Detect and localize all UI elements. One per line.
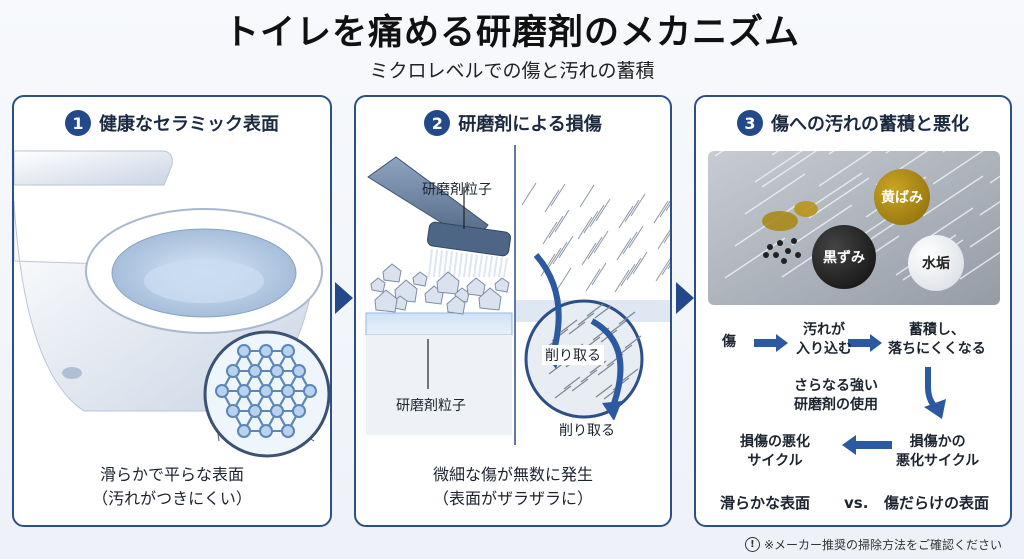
step-number-1: 1 <box>65 110 91 136</box>
label-scrape-2: 削り取る <box>556 420 618 440</box>
flow-step-2-line1: 汚れが <box>803 322 845 338</box>
flow-step-4-line1: さらなる強い <box>794 378 878 394</box>
toilet-tank <box>14 150 173 186</box>
black-stain-badge: 黒ずみ <box>812 225 876 289</box>
brush-head <box>427 221 511 257</box>
compare-scratched-surface: 傷だらけの表面 <box>884 494 990 512</box>
panel-1-caption-line1: 滑らかで平らな表面 <box>99 465 244 484</box>
flow-step-6-line1: 損傷の悪化 <box>740 434 810 450</box>
panel-healthy-surface: 1 健康なセラミック表面 滑らかで平らな表面 （汚れ <box>12 95 332 527</box>
panel-2-caption-line2: （表面がザラザラに） <box>432 489 593 508</box>
flow-step-accumulates: 蓄積し、 落ちにくくなる <box>888 321 986 359</box>
label-abrasive-particles-bottom: 研磨剤粒子 <box>396 398 466 414</box>
footer-note-text: ※メーカー推奨の掃除方法をご確認ください <box>763 538 1002 552</box>
flow-step-scratch: 傷 <box>722 334 736 350</box>
footer-note: ! ※メーカー推奨の掃除方法をご確認ください <box>744 536 1002 553</box>
compare-vs: vs. <box>844 494 869 512</box>
panel-1-heading: 1 健康なセラミック表面 <box>14 110 330 136</box>
flow-step-5-line2: 悪化サイクル <box>896 453 980 469</box>
yellow-stain-badge: 黄ばみ <box>874 169 930 225</box>
flow-step-damage-cycle: 損傷かの 悪化サイクル <box>896 433 979 471</box>
panel-1-caption-line2: （汚れがつきにくい） <box>92 489 252 508</box>
panel-1-title: 健康なセラミック表面 <box>99 114 279 135</box>
panel-2-caption-line1: 微細な傷が無数に発生 <box>432 465 593 484</box>
scrape-arrow-icon <box>533 253 562 358</box>
drain-spot <box>62 367 82 379</box>
flow-step-6-line2: サイクル <box>747 453 803 469</box>
cycle-arrows <box>754 334 946 455</box>
page-title: トイレを痛める研磨剤のメカニズム <box>223 13 800 53</box>
step-number-3: 3 <box>737 110 763 136</box>
scrape-arrow-icon-2 <box>590 318 624 411</box>
flow-step-3-line2: 落ちにくくなる <box>888 341 986 357</box>
arrow-right-icon-2 <box>676 282 694 314</box>
flow-step-3-line1: 蓄積し、 <box>908 322 965 338</box>
compare-smooth-surface: 滑らかな表面 <box>720 494 811 512</box>
flow-step-2-line2: 入り込む <box>796 341 852 357</box>
flow-step-worsening-cycle: 損傷の悪化 サイクル <box>740 433 810 471</box>
label-scrape-1: 削り取る <box>542 345 604 365</box>
ceramic-molecule-magnifier <box>203 330 330 458</box>
step-number-2: 2 <box>424 110 451 136</box>
panel-2-heading: 2 研磨剤による損傷 <box>356 110 670 136</box>
arrow-right-icon <box>335 282 353 314</box>
panel-abrasive-damage: 2 研磨剤による損傷 <box>354 95 672 527</box>
brush-handle <box>367 156 489 244</box>
panel-3-title: 傷への汚れの蓄積と悪化 <box>771 114 969 135</box>
flow-step-stronger-abrasive: さらなる強い 研磨剤の使用 <box>794 377 878 415</box>
panel-stain-accumulation: 3 傷への汚れの蓄積と悪化 黄ばみ 黒ずみ 水垢 傷 汚れが 入り込む 蓄積し <box>694 95 1012 527</box>
label-abrasive-particles-top: 研磨剤粒子 <box>422 182 492 198</box>
flow-step-dirt-enters: 汚れが 入り込む <box>796 321 852 359</box>
flow-step-4-line2: 研磨剤の使用 <box>794 397 878 413</box>
panel-2-title: 研磨剤による損傷 <box>458 114 602 135</box>
panel-3-heading: 3 傷への汚れの蓄積と悪化 <box>696 110 1010 136</box>
info-icon: ! <box>744 537 760 552</box>
page-subtitle: ミクロレベルでの傷と汚れの蓄積 <box>369 60 655 82</box>
water-scale-badge: 水垢 <box>908 235 964 291</box>
flow-step-5-line1: 損傷かの <box>909 434 966 450</box>
ceramic-surface <box>365 312 513 336</box>
